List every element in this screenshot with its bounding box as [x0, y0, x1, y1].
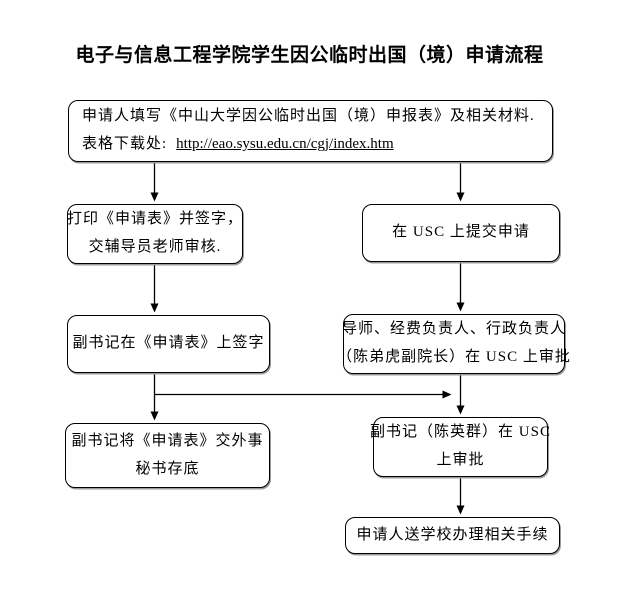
vice-approve-line2: 上审批	[436, 452, 485, 468]
flow-box-usc-submit: 在 USC 上提交申请	[362, 204, 560, 262]
download-label: 表格下载处:	[82, 136, 168, 152]
print-sign-line2: 交辅导员老师审核.	[88, 239, 222, 255]
page-title: 电子与信息工程学院学生因公临时出国（境）申请流程	[75, 45, 544, 66]
flow-box-archive: 副书记将《申请表》交外事 秘书存底	[65, 423, 270, 488]
flow-box-secretary-sign: 副书记在《申请表》上签字	[67, 315, 270, 373]
fill-form-line2: 表格下载处: http://eao.sysu.edu.cn/cgj/index.h…	[82, 131, 394, 159]
print-sign-line1: 打印《申请表》并签字，	[67, 211, 244, 228]
usc-approve-line2: （陈弟虎副院长）在 USC 上审批	[337, 349, 571, 365]
final-step-line1: 申请人送学校办理相关手续	[356, 526, 549, 543]
flow-box-usc-approve: 导师、经费负责人、行政负责人 （陈弟虎副院长）在 USC 上审批	[337, 314, 570, 374]
archive-line1: 副书记将《申请表》交外事	[71, 432, 264, 449]
usc-approve-line1: 导师、经费负责人、行政负责人	[342, 321, 567, 338]
flow-box-vice-secretary-approve: 副书记（陈英群）在 USC 上审批	[370, 417, 551, 477]
usc-submit-line1: 在 USC 上提交申请	[392, 224, 530, 241]
flow-box-final-step: 申请人送学校办理相关手续	[345, 517, 560, 554]
flow-box-fill-form: 申请人填写《中山大学因公临时出国（境）申报表》及相关材料. 表格下载处: http…	[68, 100, 553, 162]
flow-box-print-sign: 打印《申请表》并签字， 交辅导员老师审核.	[67, 204, 243, 264]
download-url-link[interactable]: http://eao.sysu.edu.cn/cgj/index.htm	[176, 136, 394, 152]
fill-form-line1: 申请人填写《中山大学因公临时出国（境）申报表》及相关材料.	[82, 108, 535, 125]
secretary-sign-line1: 副书记在《申请表》上签字	[72, 335, 265, 352]
archive-line2: 秘书存底	[135, 460, 200, 477]
vice-approve-line1: 副书记（陈英群）在 USC	[370, 424, 551, 441]
